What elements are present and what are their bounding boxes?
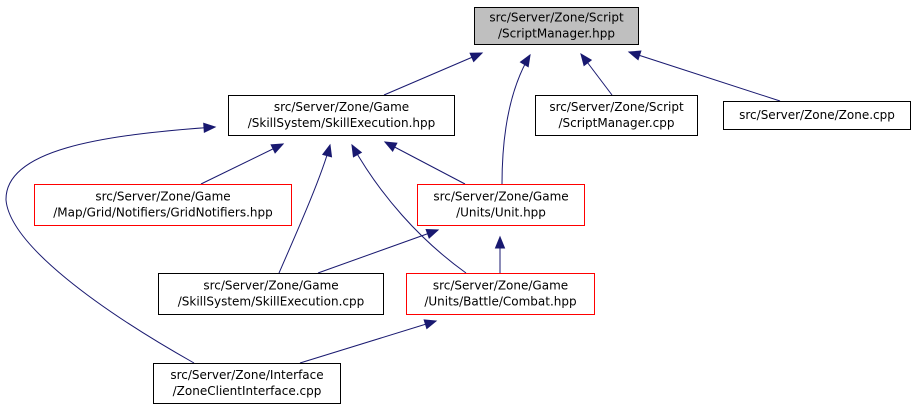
edges-layer [5, 50, 781, 364]
edge-zone_client_interface-to-combat_hpp [299, 319, 438, 364]
node-zone-cpp[interactable]: src/Server/Zone/Zone.cpp [723, 101, 911, 130]
node-script-manager-cpp[interactable]: src/Server/Zone/Script/ScriptManager.cpp [535, 95, 698, 136]
edge-line [351, 144, 467, 274]
arrowhead [321, 143, 333, 158]
node-zone-client-interface[interactable]: src/Server/Zone/Interface/ZoneClientInte… [153, 363, 341, 404]
edge-line [501, 54, 531, 185]
arrowhead [494, 235, 506, 249]
node-label-line: /ZoneClientInterface.cpp [173, 384, 322, 398]
edge-line [299, 320, 437, 364]
node-label-line: src/Server/Zone/Game [433, 279, 568, 293]
node-label-line: src/Server/Zone/Interface [170, 368, 323, 382]
node-label-line: src/Server/Zone/Zone.cpp [739, 108, 895, 122]
node-box [723, 101, 911, 130]
node-box [34, 184, 292, 226]
node-box [535, 95, 698, 136]
node-unit-hpp[interactable]: src/Server/Zone/Game/Units/Unit.hpp [417, 184, 585, 226]
node-label-line: /ScriptManager.cpp [559, 116, 675, 130]
node-combat-hpp[interactable]: src/Server/Zone/Game/Units/Battle/Combat… [406, 273, 595, 315]
edge-line [5, 126, 216, 364]
node-label-line: /Units/Battle/Combat.hpp [424, 295, 576, 309]
edge-combat_hpp-to-skill_execution_hpp [351, 143, 467, 274]
node-box [153, 363, 341, 404]
arrowhead [519, 53, 531, 68]
node-label-line: /ScriptManager.hpp [498, 27, 615, 41]
node-label-line: src/Server/Zone/Game [274, 100, 409, 114]
edge-line [383, 52, 483, 96]
arrowhead [423, 319, 438, 330]
node-box [158, 273, 384, 315]
node-skill-execution-hpp[interactable]: src/Server/Zone/Game/SkillSystem/SkillEx… [228, 95, 455, 136]
arrowhead [627, 50, 642, 61]
arrowhead [425, 228, 440, 239]
edge-zone_cpp-to-script_manager_hpp [627, 50, 781, 102]
node-label-line: /Map/Grid/Notifiers/GridNotifiers.hpp [53, 206, 273, 220]
edge-unit_hpp-to-script_manager_hpp [501, 53, 531, 185]
edge-skill_execution_hpp-to-script_manager_hpp [383, 52, 484, 96]
arrowhead [351, 143, 363, 158]
arrowhead [580, 52, 593, 67]
edge-combat_hpp-to-unit_hpp [494, 235, 506, 273]
node-box [228, 95, 455, 136]
arrowhead [203, 122, 217, 134]
edge-line [628, 51, 781, 102]
node-label-line: src/Server/Zone/Game [433, 190, 568, 204]
node-label-line: src/Server/Zone/Game [203, 279, 338, 293]
node-label-line: /SkillSystem/SkillExecution.hpp [248, 116, 436, 130]
edge-skill_execution_cpp-to-skill_execution_hpp [278, 143, 333, 274]
arrowhead [469, 52, 484, 63]
nodes-layer: src/Server/Zone/Script/ScriptManager.hpp… [34, 7, 911, 404]
edge-grid_notifiers_hpp-to-skill_execution_hpp [200, 143, 285, 185]
edge-skill_execution_cpp-to-unit_hpp [317, 228, 440, 274]
node-label-line: src/Server/Zone/Script [549, 100, 684, 114]
node-label-line: src/Server/Zone/Game [95, 190, 230, 204]
edge-zone_client_interface-to-skill_execution_hpp [5, 122, 217, 364]
node-label-line: /SkillSystem/SkillExecution.cpp [178, 295, 365, 309]
node-label-line: src/Server/Zone/Script [489, 11, 624, 25]
node-box [474, 7, 639, 45]
node-label-line: /Units/Unit.hpp [456, 206, 546, 220]
edge-unit_hpp-to-skill_execution_hpp [383, 141, 466, 185]
node-grid-notifiers-hpp[interactable]: src/Server/Zone/Game/Map/Grid/Notifiers/… [34, 184, 292, 226]
edge-line [200, 143, 284, 185]
arrowhead [383, 141, 398, 152]
edge-line [384, 141, 466, 185]
edge-line [317, 229, 439, 274]
node-box [417, 184, 585, 226]
node-box [406, 273, 595, 315]
edge-script_manager_cpp-to-script_manager_hpp [580, 52, 613, 96]
arrowhead [270, 143, 285, 154]
node-script-manager-hpp[interactable]: src/Server/Zone/Script/ScriptManager.hpp [474, 7, 639, 45]
node-skill-execution-cpp[interactable]: src/Server/Zone/Game/SkillSystem/SkillEx… [158, 273, 384, 315]
